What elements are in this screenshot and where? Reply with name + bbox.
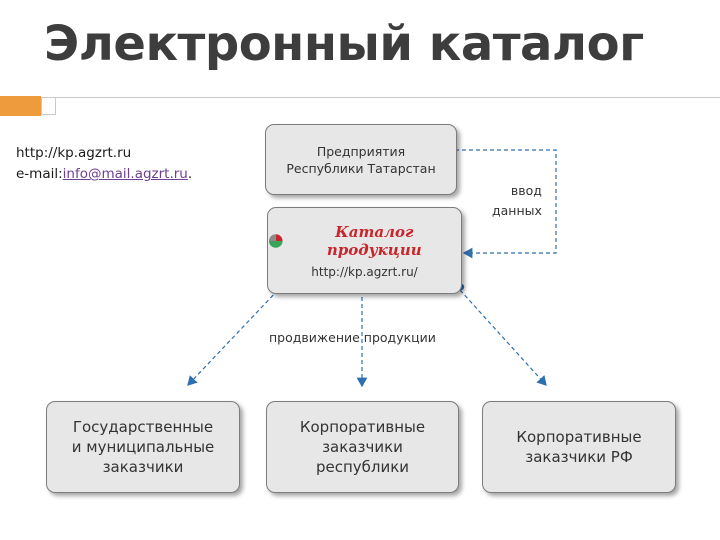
catalog-url: http://kp.agzrt.ru/ <box>311 264 418 279</box>
data-entry-label: ввод данных <box>492 183 542 218</box>
enterprises-label: Предприятия Республики Татарстан <box>286 143 436 176</box>
email-prefix: e-mail: <box>16 166 63 182</box>
target-label-corporate-rf: Корпоративные заказчики РФ <box>516 428 642 466</box>
target-box-corporate-rf: Корпоративные заказчики РФ <box>482 401 676 493</box>
target-label-state: Государственные и муниципальные заказчик… <box>71 418 215 476</box>
data-entry-arrow <box>455 149 557 259</box>
target-box-state: Государственные и муниципальные заказчик… <box>46 401 240 493</box>
title-accent-bar <box>0 96 41 116</box>
catalog-box: Каталог продукции http://kp.agzrt.ru/ <box>267 207 462 294</box>
catalog-logo-icon <box>268 233 283 248</box>
promotion-arrow-left <box>187 289 279 386</box>
contact-email-line: e-mail:info@mail.agzrt.ru. <box>16 166 192 182</box>
target-box-corporate-republic: Корпоративные заказчики республики <box>266 401 459 493</box>
email-link[interactable]: info@mail.agzrt.ru <box>62 166 188 182</box>
promotion-label: продвижение продукции <box>269 330 436 345</box>
title-divider <box>41 97 720 98</box>
title-divider-square <box>41 98 56 115</box>
enterprises-box: Предприятия Республики Татарстан <box>265 124 457 195</box>
email-suffix: . <box>187 166 193 182</box>
promotion-arrow-right <box>459 289 547 386</box>
catalog-logo-text: Каталог продукции <box>326 222 422 259</box>
contact-url[interactable]: http://kp.agzrt.ru <box>16 145 132 161</box>
contact-url-line: http://kp.agzrt.ru <box>16 145 131 161</box>
slide-title: Электронный каталог <box>44 16 644 72</box>
catalog-logo: Каталог продукции <box>268 223 461 259</box>
target-label-corporate-republic: Корпоративные заказчики республики <box>299 418 426 476</box>
